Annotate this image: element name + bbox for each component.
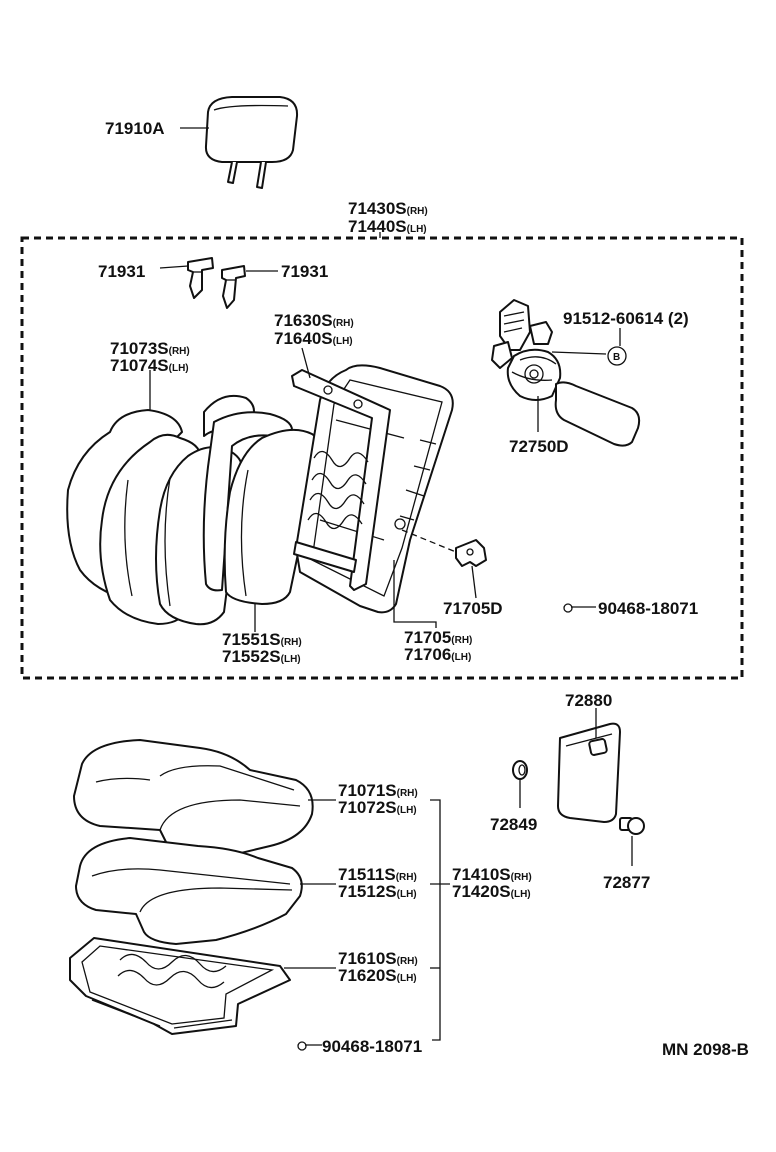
screw-back-label: 90468-18071 xyxy=(598,599,698,618)
back-pad-rh-label: 71551S(RH) xyxy=(222,630,302,649)
cap-72849-label: 72849 xyxy=(490,815,537,834)
cushion-frame-drawing xyxy=(69,937,291,1035)
recliner-label: 72750D xyxy=(509,437,569,456)
cush-frame-lh-label: 71620S(LH) xyxy=(338,966,417,985)
screw-cushion-label: 90468-18071 xyxy=(322,1037,422,1056)
clip-right-drawing xyxy=(221,265,246,309)
back-assy-rh-label: 71430S(RH) xyxy=(348,199,428,218)
recliner-drawing xyxy=(491,299,641,447)
headrest-label: 71910A xyxy=(105,119,165,138)
back-pad-lh-label: 71552S(LH) xyxy=(222,647,301,666)
clip-right-label: 71931 xyxy=(281,262,328,281)
bolt-ref-label: B xyxy=(613,352,620,363)
hinge-lh-label: 71706(LH) xyxy=(404,645,471,664)
screw-back-icon xyxy=(563,603,596,613)
back-frame-rh-label: 71630S(RH) xyxy=(274,311,354,330)
back-cover-rh-label: 71073S(RH) xyxy=(110,339,190,358)
back-frame-drawing xyxy=(291,364,454,614)
cover-72880-drawing xyxy=(557,722,621,823)
back-assy-group-outline xyxy=(20,236,744,680)
cush-assy-rh-label: 71410S(RH) xyxy=(452,865,532,884)
cap-72849-drawing xyxy=(512,760,528,780)
hinge-rh-label: 71705(RH) xyxy=(404,628,472,647)
cap-72877-label: 72877 xyxy=(603,873,650,892)
bolt-label: 91512-60614 (2) xyxy=(563,309,689,328)
cushion-pad-drawing xyxy=(75,837,303,945)
cush-cover-lh-label: 71072S(LH) xyxy=(338,798,417,817)
bolt-ref-circle xyxy=(607,346,627,366)
hinge-part-drawing xyxy=(455,539,487,567)
back-pad-drawing xyxy=(202,394,321,605)
cap-72877-drawing xyxy=(619,817,645,835)
cush-cover-rh-label: 71071S(RH) xyxy=(338,781,418,800)
headrest-drawing xyxy=(204,96,299,189)
cush-pad-lh-label: 71512S(LH) xyxy=(338,882,417,901)
cushion-cover-drawing xyxy=(73,739,314,860)
clip-left-drawing xyxy=(187,257,214,299)
back-frame-lh-label: 71640S(LH) xyxy=(274,329,353,348)
cush-frame-rh-label: 71610S(RH) xyxy=(338,949,418,968)
cover-72880-label: 72880 xyxy=(565,691,612,710)
clip-left-label: 71931 xyxy=(98,262,145,281)
cush-pad-rh-label: 71511S(RH) xyxy=(338,865,417,884)
diagram-code: MN 2098-B xyxy=(662,1040,749,1059)
hinge-part-label: 71705D xyxy=(443,599,503,618)
back-cover-lh-label: 71074S(LH) xyxy=(110,356,189,375)
screw-cushion-icon xyxy=(297,1041,322,1051)
cush-assy-lh-label: 71420S(LH) xyxy=(452,882,531,901)
back-assy-lh-label: 71440S(LH) xyxy=(348,217,427,236)
